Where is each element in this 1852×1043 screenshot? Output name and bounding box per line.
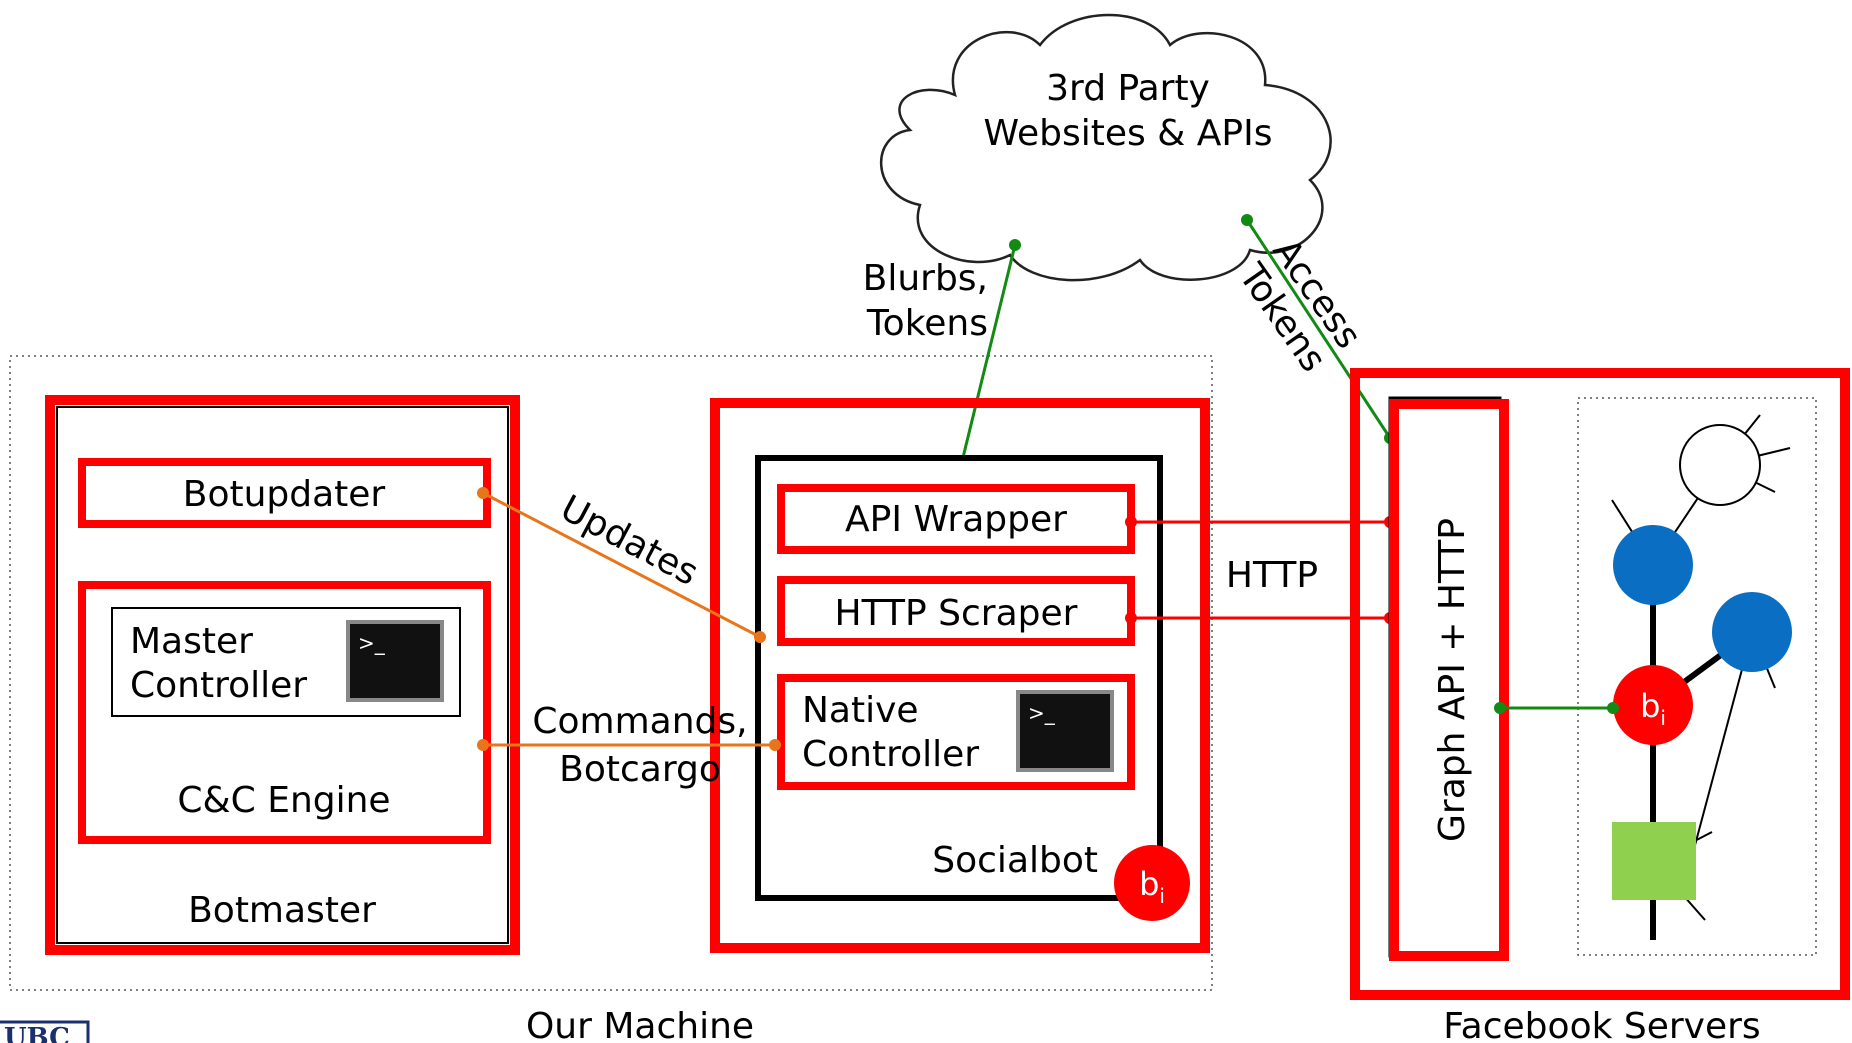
- updates-dot-left: [477, 487, 489, 499]
- socialbot-label: Socialbot: [932, 840, 1098, 881]
- botupdater-label: Botupdater: [183, 474, 386, 515]
- api-wrapper-label: API Wrapper: [845, 499, 1067, 540]
- third-party-cloud: [879, 13, 1332, 282]
- socialbot-outer-box: [710, 398, 1210, 953]
- graph-node-blue: [1613, 525, 1693, 605]
- blurbs-label-line1: Blurbs,: [863, 258, 988, 299]
- graph-node-blue: [1712, 592, 1792, 672]
- social-graph-region: [1577, 397, 1817, 956]
- graph-node-white: [1679, 424, 1761, 506]
- svg-text:>_: >_: [1028, 701, 1056, 725]
- graph-api-box: [1389, 399, 1509, 961]
- our-machine-region: [9, 355, 1213, 991]
- updates-connector: [482, 491, 761, 639]
- socialbot-badge: [1114, 845, 1190, 921]
- our-machine-label: Our Machine: [526, 1006, 754, 1043]
- cloud-label-line2: Websites & APIs: [984, 113, 1273, 154]
- terminal-icon: >_: [1016, 690, 1114, 772]
- access-connector-dot-top: [1241, 214, 1253, 226]
- blurbs-connector: [955, 244, 1017, 483]
- http-label: HTTP: [1226, 555, 1318, 596]
- http-scraper-box: [777, 576, 1135, 646]
- cloud-label-line1: 3rd Party: [1046, 68, 1210, 109]
- graph-connector-dot-right: [1607, 702, 1619, 714]
- ubc-logo: UBC: [0, 1020, 90, 1043]
- blurbs-connector-dot-top: [1009, 239, 1021, 251]
- facebook-servers-label: Facebook Servers: [1443, 1006, 1760, 1043]
- api-wrapper-box: [777, 484, 1135, 554]
- commands-label-line1: Commands,: [532, 701, 747, 742]
- master-controller-line2: Controller: [130, 665, 307, 706]
- terminal-icon: >_: [346, 620, 444, 702]
- cc-engine-label: C&C Engine: [177, 780, 390, 821]
- facebook-servers-box: [1350, 368, 1850, 1000]
- blurbs-label-line2: Tokens: [866, 303, 988, 344]
- http-scraper-label: HTTP Scraper: [835, 593, 1078, 634]
- native-controller-line1: Native: [802, 690, 919, 731]
- graph-connector-dot-left: [1494, 702, 1506, 714]
- svg-text:UBC: UBC: [4, 1023, 70, 1043]
- socialbot-graph-node: [1613, 665, 1693, 745]
- access-tokens-connector: [1245, 219, 1392, 439]
- http-api-dot-left: [1125, 516, 1137, 528]
- commands-dot-left: [477, 739, 489, 751]
- botmaster-inner-border: [56, 406, 509, 944]
- botmaster-box: [45, 395, 520, 955]
- socialbot-graph-node-label: bi: [1640, 687, 1666, 730]
- botmaster-label: Botmaster: [188, 890, 376, 931]
- updates-dot-right: [754, 631, 766, 643]
- http-scraper-dot-left: [1125, 612, 1137, 624]
- graph-api-label: Graph API + HTTP: [1432, 518, 1473, 842]
- master-controller-line1: Master: [130, 621, 253, 662]
- socialbot-badge-label: bi: [1139, 865, 1165, 908]
- commands-dot-right: [769, 739, 781, 751]
- graph-node-square: [1612, 822, 1696, 900]
- svg-text:>_: >_: [358, 631, 386, 655]
- native-controller-line2: Controller: [802, 734, 979, 775]
- commands-label-line2: Botcargo: [559, 749, 721, 790]
